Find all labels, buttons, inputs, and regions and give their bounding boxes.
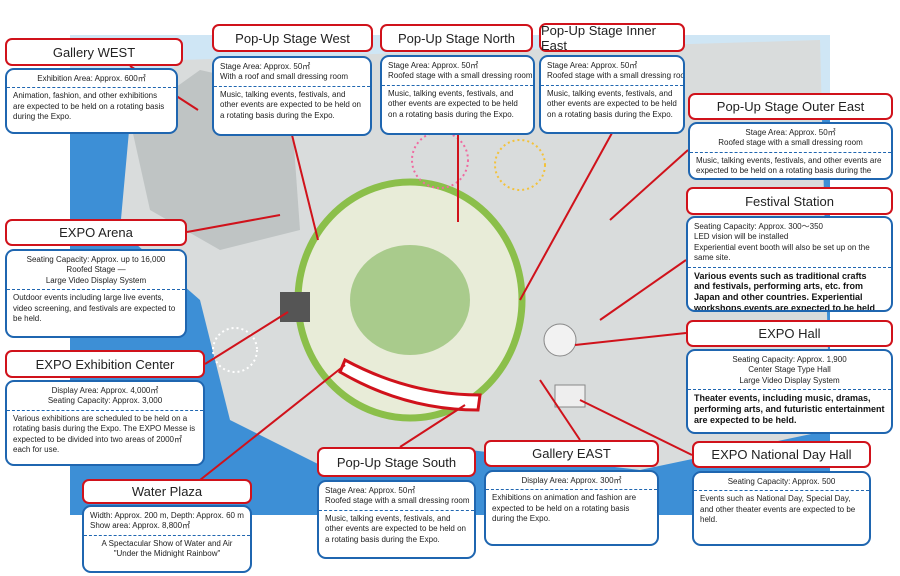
spec-line: Display Area: Approx. 4,000㎡ bbox=[51, 386, 159, 395]
spec-line: Center Stage Type Hall bbox=[748, 365, 831, 375]
gallery-east-title: Gallery EAST bbox=[484, 440, 659, 467]
spec-line: Roofed stage with a small dressing room bbox=[325, 496, 470, 506]
spec-line: Large Video Display System bbox=[45, 275, 147, 285]
spec-line: Roofed stage with a small dressing room bbox=[547, 71, 685, 81]
pop-up-stage-west-title: Pop-Up Stage West bbox=[212, 24, 373, 52]
gallery-west-info-box: Exhibition Area: Approx. 600㎡ Animation, … bbox=[5, 68, 178, 134]
national-day-hall-building bbox=[554, 384, 586, 408]
water-plaza-outline bbox=[338, 357, 482, 412]
spec-line: With a roof and small dressing room bbox=[220, 72, 349, 82]
spec-line: Large Video Display System bbox=[739, 375, 840, 385]
fireworks bbox=[212, 327, 258, 373]
expo-arena-building bbox=[280, 292, 310, 322]
spec-line: Stage Area: Approx. 50㎡ bbox=[325, 486, 416, 495]
spec-line: Seating Capacity: Approx. 300～350 bbox=[694, 222, 823, 231]
spec-line: Roofed stage with a small dressing room bbox=[718, 138, 863, 148]
description: Various exhibitions are scheduled to be … bbox=[13, 413, 196, 454]
pop-up-stage-outer-east-title: Pop-Up Stage Outer East bbox=[688, 93, 893, 120]
description: Outdoor events including large live even… bbox=[13, 293, 176, 323]
description: Animation, fashion, and other exhibition… bbox=[13, 91, 165, 122]
spec-line: Stage Area: Approx. 50㎡ bbox=[547, 61, 638, 70]
expo-arena-title: EXPO Arena bbox=[5, 219, 187, 246]
spec-line: Seating Capacity: Approx. 500 bbox=[727, 477, 836, 486]
spec-list: Exhibition Area: Approx. 600㎡ bbox=[7, 70, 176, 89]
spec-line: Seating Capacity: Approx. up to 16,000 bbox=[26, 255, 166, 264]
pop-up-stage-inner-east-title: Pop-Up Stage Inner East bbox=[539, 23, 685, 53]
description: Music, talking events, festivals, and ot… bbox=[325, 513, 466, 544]
expo-exhibition-center-title: EXPO Exhibition Center bbox=[5, 350, 205, 378]
description: Theater events, including music, dramas,… bbox=[694, 393, 885, 425]
spec-list: Width: Approx. 200 m, Depth: Approx. 60 … bbox=[84, 507, 250, 536]
description: Music, talking events, festivals, and ot… bbox=[388, 88, 518, 119]
water-plaza-info-box: Width: Approx. 200 m, Depth: Approx. 60 … bbox=[82, 505, 252, 573]
spec-line: Exhibition Area: Approx. 600㎡ bbox=[37, 74, 146, 83]
gallery-east-info-box: Display Area: Approx. 300㎡ Exhibitions on… bbox=[484, 470, 659, 546]
spec-list: Seating Capacity: Approx. 500 bbox=[694, 473, 869, 492]
spec-line: Stage Area: Approx. 50㎡ bbox=[388, 61, 479, 70]
spec-line: Show area: Approx. 8,800㎡ bbox=[90, 521, 191, 531]
central-forest bbox=[350, 245, 470, 355]
description: Music, talking events, festivals, and ot… bbox=[220, 89, 361, 120]
water-plaza-title: Water Plaza bbox=[82, 479, 252, 504]
gallery-west-title: Gallery WEST bbox=[5, 38, 183, 66]
spec-line: Experiential event booth will also be se… bbox=[694, 242, 870, 263]
description: Music, talking events, festivals, and ot… bbox=[547, 88, 677, 119]
pop-up-stage-south-title: Pop-Up Stage South bbox=[317, 447, 476, 477]
description: A Spectacular Show of Water and Air "Und… bbox=[101, 538, 233, 559]
expo-national-day-hall-title: EXPO National Day Hall bbox=[692, 441, 871, 468]
spec-line: Seating Capacity: Approx. 1,900 bbox=[732, 355, 847, 364]
description: Music, talking events, festivals, and ot… bbox=[696, 155, 882, 178]
spec-line: Width: Approx. 200 m, Depth: Approx. 60 … bbox=[90, 511, 244, 520]
spec-line: Roofed stage with a small dressing room bbox=[388, 71, 533, 81]
spec-list: Display Area: Approx. 300㎡ bbox=[486, 472, 657, 491]
spec-line: LED vision will be installed bbox=[694, 232, 789, 242]
spec-line: Display Area: Approx. 300㎡ bbox=[521, 476, 622, 485]
spec-line: Roofed Stage — bbox=[66, 265, 126, 275]
spec-line: Stage Area: Approx. 50㎡ bbox=[745, 128, 836, 137]
description: Events such as National Day, Special Day… bbox=[700, 494, 856, 525]
spec-line: Seating Capacity: Approx. 3,000 bbox=[47, 396, 163, 406]
expo-hall-building bbox=[543, 323, 577, 357]
expo-hall-title: EXPO Hall bbox=[686, 320, 893, 347]
fireworks bbox=[494, 139, 546, 191]
pop-up-stage-north-title: Pop-Up Stage North bbox=[380, 24, 533, 52]
spec-line: Stage Area: Approx. 50㎡ bbox=[220, 62, 311, 71]
description: Various events such as traditional craft… bbox=[694, 270, 876, 312]
description: Exhibitions on animation and fashion are… bbox=[492, 493, 637, 524]
festival-station-title: Festival Station bbox=[686, 187, 893, 215]
